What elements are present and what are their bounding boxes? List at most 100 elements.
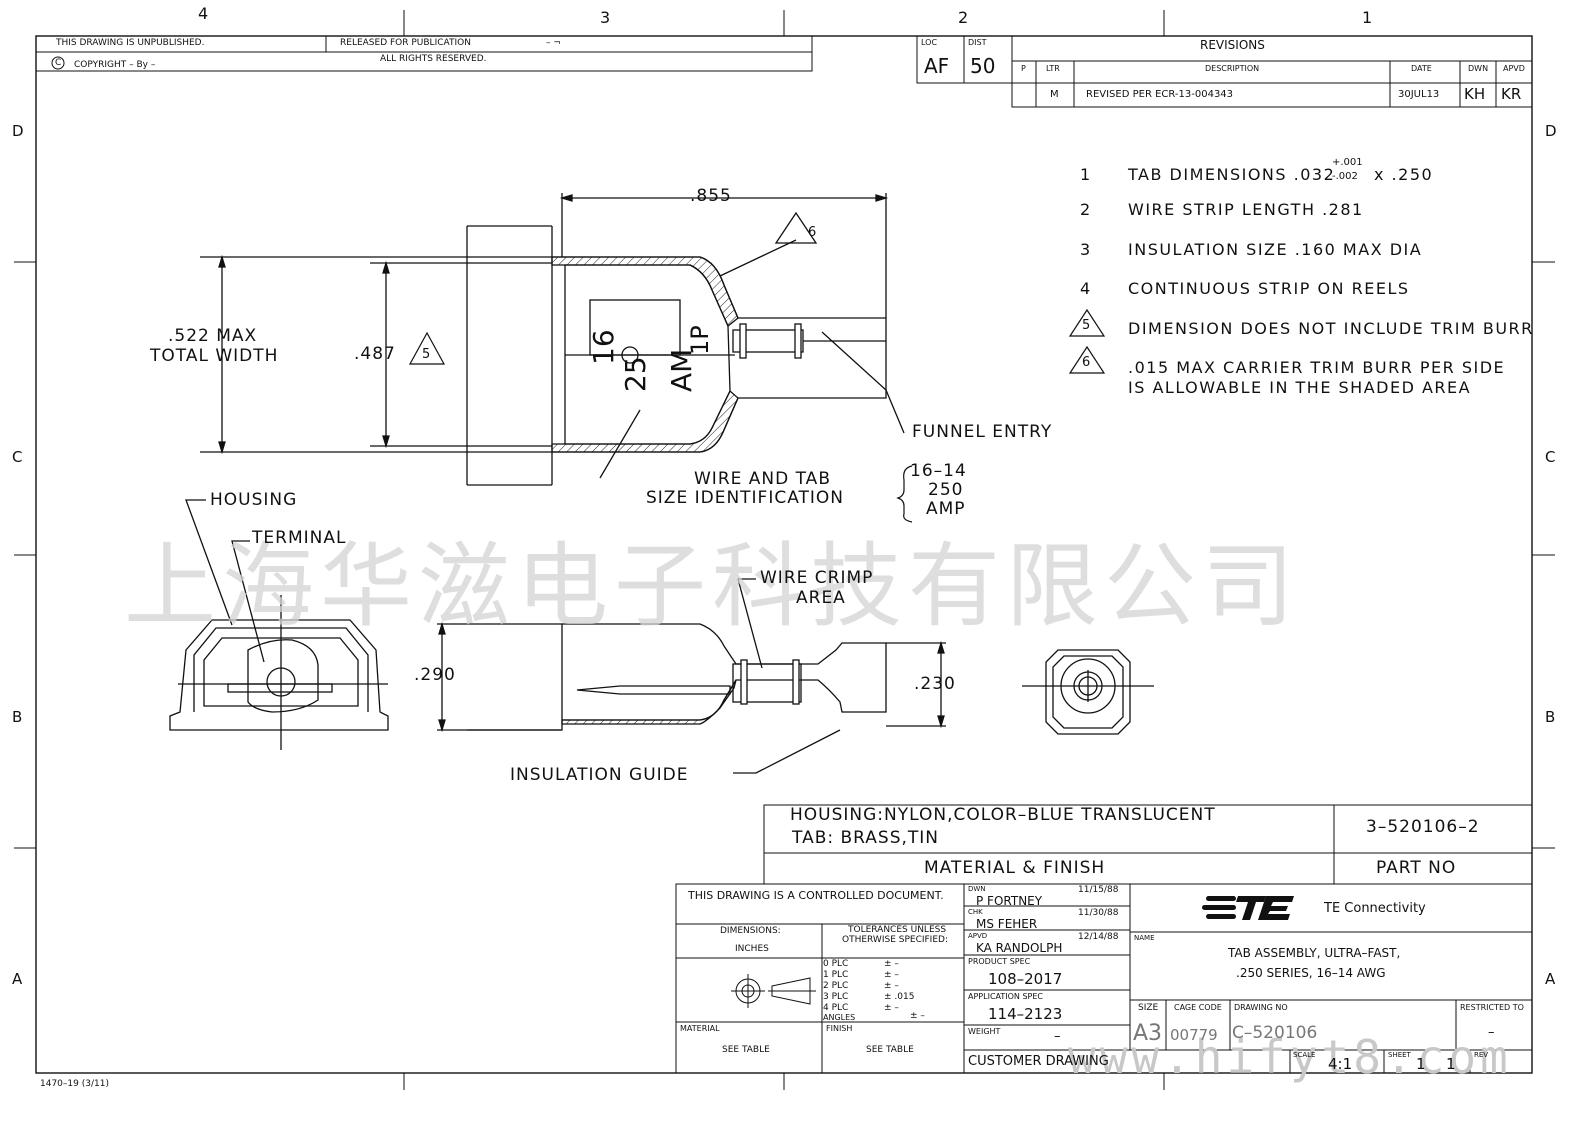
weight-label: WEIGHT (968, 1027, 1001, 1036)
copyright-notice: COPYRIGHT – By – (74, 60, 156, 70)
material-line2: TAB: BRASS,TIN (792, 828, 940, 848)
note-num-3: 3 (1080, 240, 1092, 259)
zone-row-c-right: C (1545, 448, 1556, 466)
note-text-2: WIRE STRIP LENGTH .281 (1128, 200, 1364, 219)
restricted-label: RESTRICTED TO (1460, 1003, 1524, 1012)
application-spec-label: APPLICATION SPEC (968, 992, 1043, 1001)
part-number-label: PART NO (1376, 858, 1457, 878)
rights-notice: ALL RIGHTS RESERVED. (380, 54, 487, 64)
dim-290: .290 (414, 665, 456, 685)
name-line1: TAB ASSEMBLY, ULTRA–FAST, (1228, 946, 1401, 960)
name-label: NAME (1134, 934, 1155, 942)
size-value: A3 (1133, 1021, 1163, 1046)
chk-label: CHK (968, 908, 983, 916)
zone-col-1: 1 (1362, 8, 1373, 27)
finish-value: SEE TABLE (866, 1045, 914, 1055)
rev-row-dwn: KH (1464, 85, 1486, 103)
product-spec-label: PRODUCT SPEC (968, 957, 1031, 966)
dim-522-line2: TOTAL WIDTH (150, 346, 279, 366)
tol-plc-0: 0 PLC (823, 959, 849, 969)
chk-date: 11/30/88 (1078, 908, 1119, 918)
terminal-label: TERMINAL (252, 528, 347, 548)
released-dash: – ¬ (546, 38, 561, 48)
restricted-value: – (1488, 1025, 1495, 1040)
zone-row-d-left: D (12, 122, 24, 140)
sheet-label: SHEET (1388, 1051, 1411, 1059)
note-text-4: CONTINUOUS STRIP ON REELS (1128, 279, 1410, 298)
note-text-5: DIMENSION DOES NOT INCLUDE TRIM BURR (1128, 319, 1534, 338)
flag-6-top: 6 (808, 225, 817, 240)
note-1-text-after: x .250 (1374, 165, 1434, 184)
stamp-1p: 1P (686, 325, 714, 355)
terminal-profile-view (200, 193, 905, 486)
note-text-1: TAB DIMENSIONS .032 (1128, 165, 1336, 184)
terminal-front-view (1022, 649, 1154, 735)
tol-plc-1: 1 PLC (823, 970, 849, 980)
title-block-grid (675, 883, 1533, 1074)
projection-symbol (731, 974, 816, 1008)
rev-header-dwn: DWN (1468, 64, 1489, 73)
wire-crimp-line2: AREA (796, 588, 846, 608)
publication-header-box (35, 35, 813, 72)
tol-val-angles: ± – (910, 1011, 925, 1021)
size-label: SIZE (1138, 1003, 1159, 1013)
watermark-text: 上海华滋电子科技有限公司 (124, 533, 1301, 640)
wire-tab-line2: SIZE IDENTIFICATION (646, 488, 845, 508)
zone-col-3: 3 (600, 8, 611, 27)
material-finish-label: MATERIAL & FINISH (924, 858, 1106, 878)
revisions-table-grid (1011, 35, 1533, 108)
stamp-16: 16 (587, 329, 620, 365)
zone-row-b-right: B (1545, 708, 1556, 726)
apvd-date: 12/14/88 (1078, 932, 1119, 942)
note-num-4: 4 (1080, 279, 1092, 298)
material-line1: HOUSING:NYLON,COLOR–BLUE TRANSLUCENT (790, 805, 1216, 825)
tol-plc-4: 4 PLC (823, 1003, 849, 1013)
scale-value: 4:1 (1328, 1055, 1353, 1073)
flag-5-top: 5 (422, 347, 431, 362)
tolerances-line2: OTHERWISE SPECIFIED: (842, 935, 948, 945)
tol-plc-3: 3 PLC (823, 992, 849, 1002)
dist-label: DIST (968, 38, 987, 47)
revisions-title: REVISIONS (1200, 38, 1265, 52)
wire-tab-line1: WIRE AND TAB (694, 469, 831, 489)
note-text-6-line2: IS ALLOWABLE IN THE SHADED AREA (1128, 378, 1472, 397)
rev-label: REV (1474, 1051, 1489, 1059)
zone-row-b-left: B (12, 708, 23, 726)
weight-value: – (1054, 1029, 1061, 1044)
apvd-label: APVD (968, 932, 988, 940)
terminal-side-view (437, 578, 946, 774)
company-name: TE Connectivity (1324, 901, 1426, 916)
insulation-guide-label: INSULATION GUIDE (510, 765, 689, 785)
loc-value: AF (924, 54, 950, 78)
tol-val-0: ± – (884, 959, 899, 969)
sheet-value: 1 (1416, 1055, 1426, 1073)
dwn-date: 11/15/88 (1078, 885, 1119, 895)
name-line2: .250 SERIES, 16–14 AWG (1236, 966, 1386, 980)
housing-end-view (169, 499, 389, 750)
rev-row-description: REVISED PER ECR-13-004343 (1086, 89, 1234, 100)
copyright-symbol: C (55, 58, 62, 68)
rev-header-apvd: APVD (1503, 64, 1525, 73)
unpublished-notice: THIS DRAWING IS UNPUBLISHED. (56, 38, 205, 48)
zone-row-c-left: C (12, 448, 23, 466)
customer-drawing-label: CUSTOMER DRAWING (968, 1054, 1109, 1069)
tol-val-1: ± – (884, 970, 899, 980)
dist-value: 50 (970, 54, 996, 78)
funnel-entry-label: FUNNEL ENTRY (912, 422, 1053, 442)
rev-header-date: DATE (1411, 64, 1432, 73)
zone-col-4: 4 (198, 4, 209, 23)
copyright-circle (51, 56, 65, 70)
note-text-6: .015 MAX CARRIER TRIM BURR PER SIDE (1128, 358, 1506, 377)
flag-5-triangle-top (408, 331, 446, 365)
drawing-no-value: C–520106 (1232, 1023, 1318, 1043)
scale-label: SCALE (1293, 1051, 1316, 1059)
drawing-no-label: DRAWING NO (1234, 1003, 1288, 1012)
dimensions-label: DIMENSIONS: (720, 926, 781, 936)
dimensions-unit: INCHES (735, 944, 769, 954)
stamp-am: AM (665, 348, 698, 392)
application-spec-value: 114–2123 (988, 1005, 1063, 1023)
material-label: MATERIAL (680, 1024, 720, 1033)
zone-col-2: 2 (958, 8, 969, 27)
apvd-name: KA RANDOLPH (976, 941, 1063, 955)
